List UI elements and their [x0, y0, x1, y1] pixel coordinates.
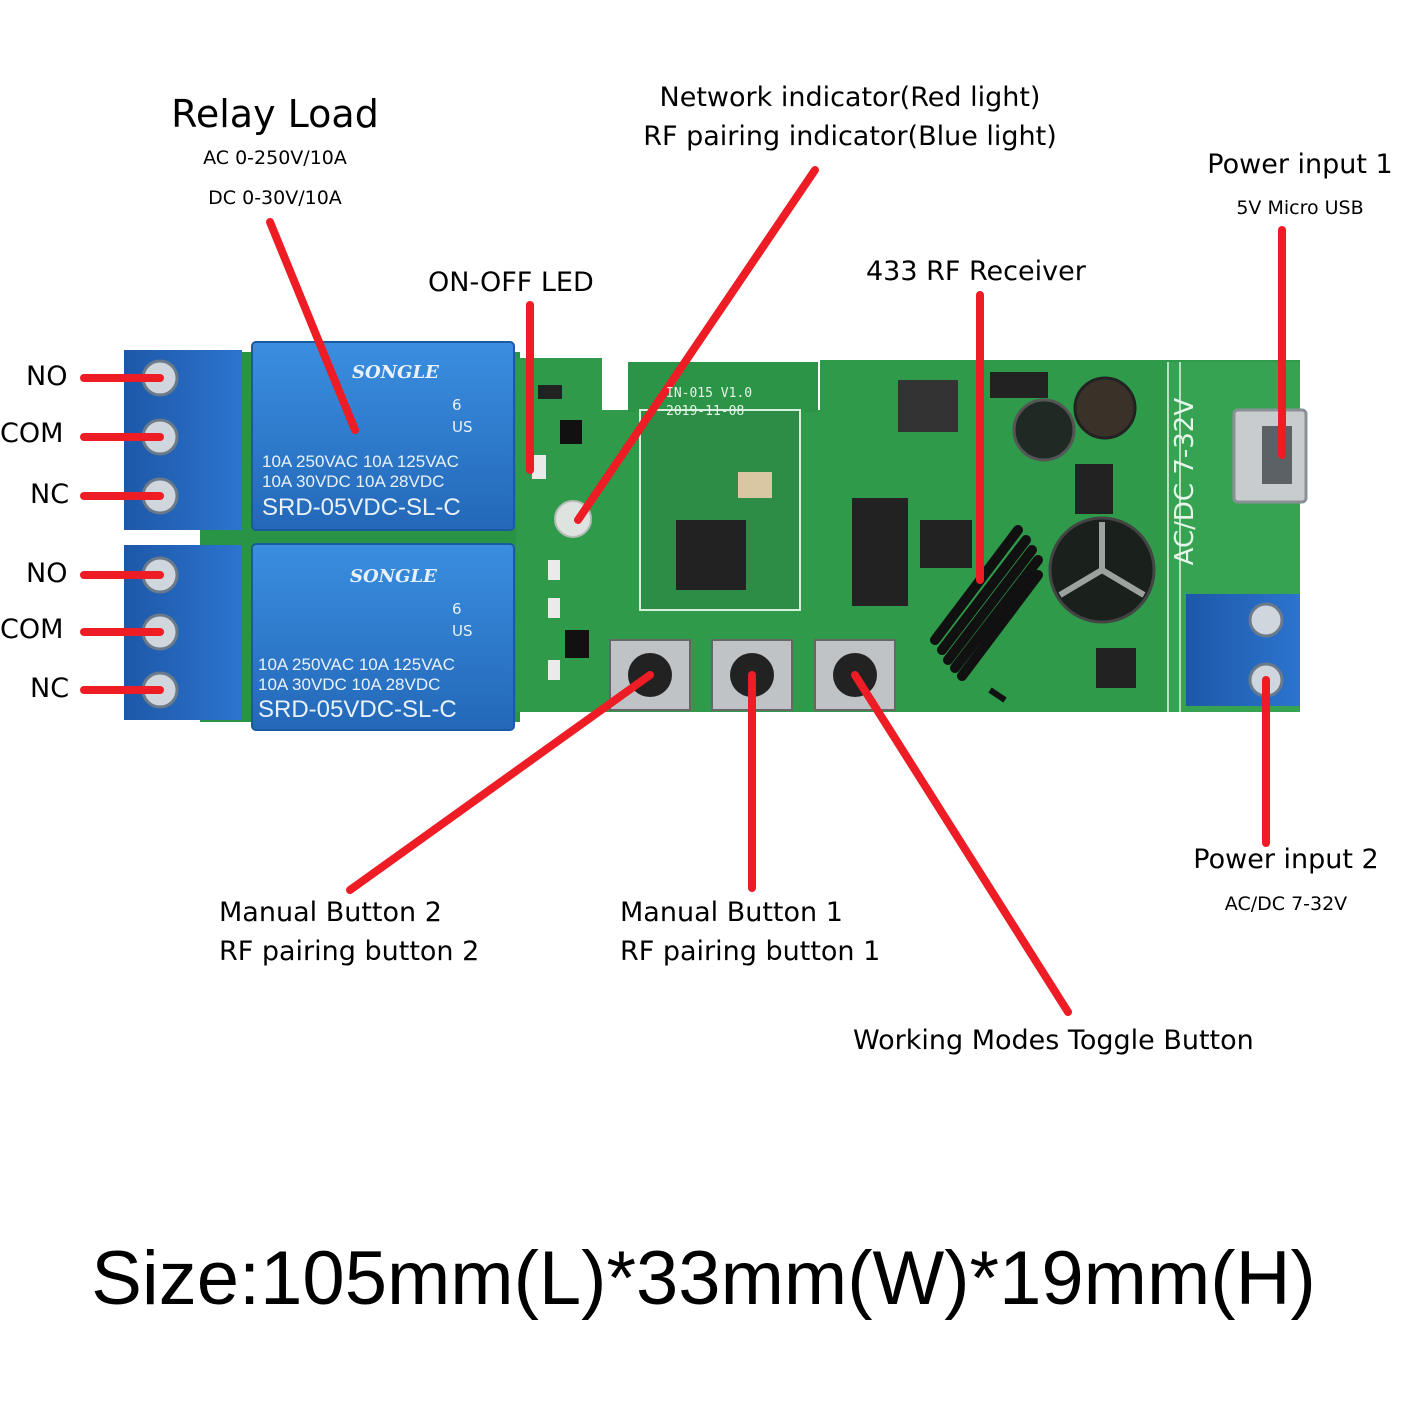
terminal-com-top: COM — [0, 418, 64, 449]
capacitor-small — [1012, 398, 1076, 462]
terminal-com-bottom: COM — [0, 614, 64, 645]
relay-top-model: SRD-05VDC-SL-C — [262, 494, 461, 521]
rf-receiver-label: 433 RF Receiver — [866, 256, 1086, 287]
toggle-button-label: Working Modes Toggle Button — [853, 1025, 1254, 1056]
relay-top — [251, 341, 515, 531]
transistor — [1096, 648, 1136, 688]
ic-small-2 — [1075, 464, 1113, 514]
relay-bottom-cert-number: 6 — [452, 600, 462, 618]
relay-bottom-model: SRD-05VDC-SL-C — [258, 696, 457, 723]
relay-load-title: Relay Load — [171, 92, 379, 136]
relay-top-rating-1: 10A 250VAC 10A 125VAC — [262, 452, 459, 471]
pointer-toggle-button — [851, 671, 1072, 1016]
manual-button-2-line2: RF pairing button 2 — [219, 936, 480, 967]
regulator — [898, 380, 958, 432]
relay-bottom-brand: SONGLE — [350, 566, 437, 587]
terminal-no-bottom: NO — [26, 558, 68, 589]
relay-bottom-rating-2: 10A 30VDC 10A 28VDC — [258, 675, 441, 694]
module-id: IN-015 V1.0 — [666, 386, 753, 401]
network-indicator-line2: RF pairing indicator(Blue light) — [643, 121, 1057, 152]
relay-load-ac: AC 0-250V/10A — [203, 147, 347, 169]
module-date: 2019-11-08 — [666, 404, 745, 419]
relay-top-brand: SONGLE — [352, 362, 439, 383]
power-input-1-sub: 5V Micro USB — [1236, 197, 1364, 219]
size-spec: Size:105mm(L)*33mm(W)*19mm(H) — [91, 1236, 1316, 1321]
pointer-network-indicator — [574, 166, 819, 524]
relay-bottom-rating-1: 10A 250VAC 10A 125VAC — [258, 655, 455, 674]
relay-load-dc: DC 0-30V/10A — [208, 187, 342, 209]
on-off-led-label: ON-OFF LED — [428, 267, 594, 298]
terminal-nc-bottom: NC — [30, 673, 70, 704]
terminal-nc-top: NC — [30, 479, 70, 510]
terminal-block-power — [1186, 594, 1300, 706]
relay-top-cert-us: US — [452, 418, 473, 436]
crystal — [738, 472, 772, 498]
power-input-2-sub: AC/DC 7-32V — [1224, 893, 1348, 915]
diode — [990, 372, 1048, 398]
manual-button-1-line2: RF pairing button 1 — [620, 936, 881, 967]
rf-antenna-coil — [930, 525, 1043, 703]
power-input-2-title: Power input 2 — [1193, 844, 1379, 875]
pointer-manual-button-2 — [346, 671, 654, 894]
power-input-1-title: Power input 1 — [1207, 149, 1393, 180]
manual-button-2-line1: Manual Button 2 — [219, 897, 442, 928]
module-chip — [676, 520, 746, 590]
relay-top-rating-2: 10A 30VDC 10A 28VDC — [262, 472, 445, 491]
relay-top-cert-number: 6 — [452, 396, 462, 414]
terminal-no-top: NO — [26, 361, 68, 392]
network-indicator-line1: Network indicator(Red light) — [659, 82, 1041, 113]
ic-small-1 — [920, 520, 972, 568]
manual-button-1-line1: Manual Button 1 — [620, 897, 843, 928]
power-side-text: AC/DC 7-32V — [1170, 397, 1201, 566]
pointer-relay-load — [266, 218, 359, 434]
mcu-chip — [852, 498, 908, 606]
inductor — [1073, 376, 1137, 440]
relay-bottom — [251, 543, 515, 731]
relay-bottom-cert-us: US — [452, 622, 473, 640]
